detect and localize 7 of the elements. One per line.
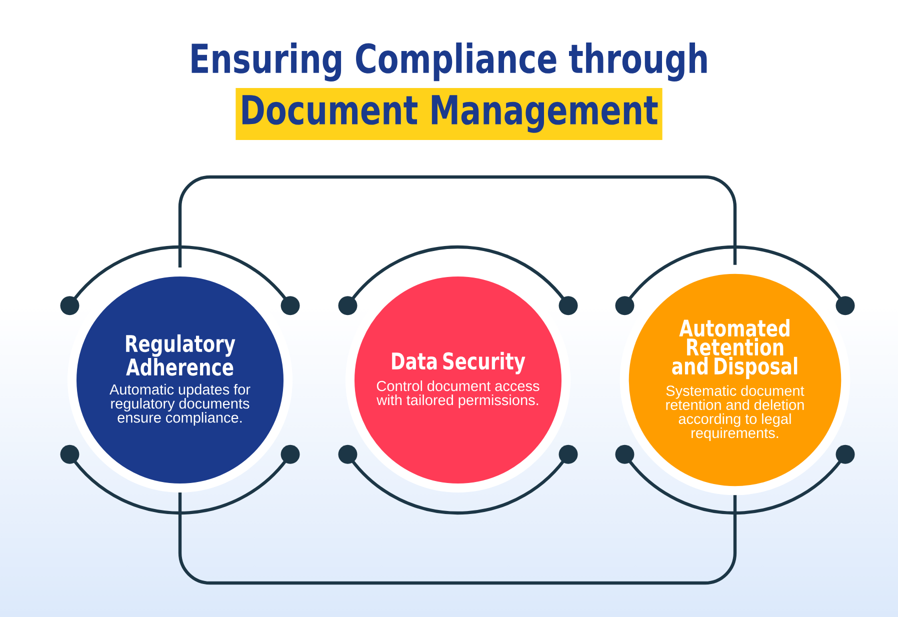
connector-line xyxy=(178,492,737,585)
connector-line xyxy=(178,175,737,268)
circle-node: Regulatory Adherence Automatic updates for regulatory documents ensure compliance. xyxy=(68,267,292,492)
highlighted-subtitle: Document Management xyxy=(236,88,662,140)
circle-node: Data Security Control document access with tailored permissions. xyxy=(346,267,570,492)
title: Ensuring Compliance through xyxy=(192,42,707,82)
circle-node: Automated Retention and Disposal Systematic document retention and deletion according to legal requirements. xyxy=(620,264,850,496)
